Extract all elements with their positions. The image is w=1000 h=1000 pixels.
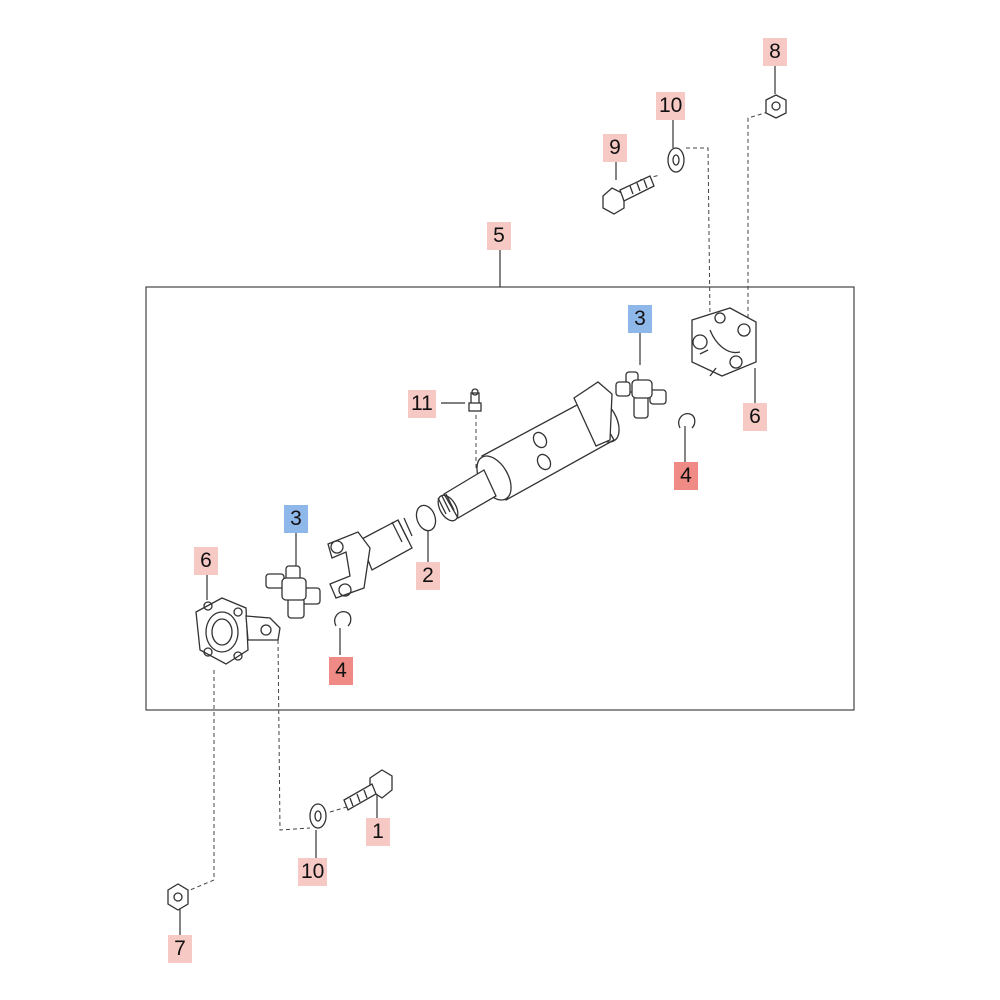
nut-bottom-icon <box>167 883 189 911</box>
callout-9[interactable]: 9 <box>603 134 627 162</box>
slip-yoke-icon <box>327 517 413 599</box>
leader-lines <box>179 66 776 935</box>
callout-8[interactable]: 8 <box>763 38 787 66</box>
callout-10-bottom[interactable]: 10 <box>298 858 328 886</box>
callout-10-top[interactable]: 10 <box>656 92 686 120</box>
flange-yoke-right-icon <box>691 307 757 377</box>
callout-4-right[interactable]: 4 <box>674 462 698 490</box>
snap-ring-right-icon <box>678 413 696 429</box>
grease-nipple-icon <box>468 388 482 412</box>
callout-6-left[interactable]: 6 <box>194 547 218 575</box>
washer-bottom-icon <box>309 803 327 829</box>
propeller-shaft-icon <box>437 381 620 522</box>
callout-3-left[interactable]: 3 <box>284 505 308 533</box>
callout-4-left[interactable]: 4 <box>329 657 353 685</box>
snap-ring-left-icon <box>334 611 352 627</box>
callout-3-right[interactable]: 3 <box>628 305 652 333</box>
ring-seal-icon <box>415 504 437 532</box>
callout-11[interactable]: 11 <box>408 390 436 418</box>
callout-1[interactable]: 1 <box>366 818 390 846</box>
washer-top-icon <box>667 147 685 173</box>
flange-yoke-left-icon <box>195 597 281 665</box>
universal-joint-right-icon <box>615 371 667 419</box>
bolt-top-icon <box>602 175 655 215</box>
callout-2[interactable]: 2 <box>416 562 440 590</box>
callout-6-right[interactable]: 6 <box>743 403 767 431</box>
callout-7[interactable]: 7 <box>168 935 192 963</box>
nut-top-icon <box>765 94 787 119</box>
universal-joint-left-icon <box>265 565 321 619</box>
bolt-bottom-icon <box>343 769 393 811</box>
callout-5[interactable]: 5 <box>487 222 511 250</box>
